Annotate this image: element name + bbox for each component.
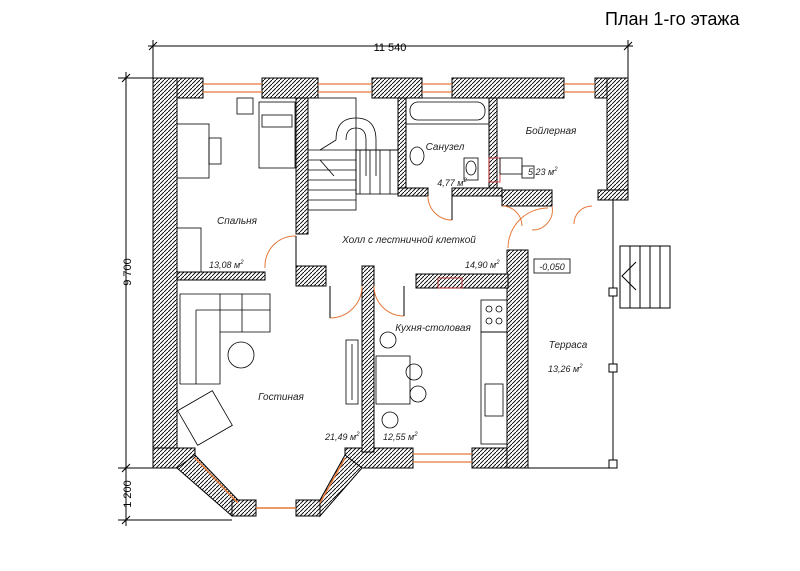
exterior-walls xyxy=(152,77,629,469)
room-name-bedroom: Спальня xyxy=(217,216,258,227)
room-area-hall: 14,90 м2 xyxy=(465,260,500,270)
bedroom-furniture xyxy=(176,97,296,273)
staircase xyxy=(307,97,399,211)
room-name-boiler: Бойлерная xyxy=(526,126,577,137)
living-furniture xyxy=(177,293,359,446)
level-mark-box xyxy=(533,258,571,274)
width-dimension: 11 540 xyxy=(374,42,407,54)
room-area-terrace: 13,26 м2 xyxy=(548,364,583,374)
boiler-equipment xyxy=(488,157,535,183)
room-name-hall: Холл с лестничной клеткой xyxy=(341,235,476,246)
height-dimension: 9 700 xyxy=(122,258,134,286)
room-area-bathroom: 4,77 м2 xyxy=(437,178,467,188)
dimension-lines xyxy=(118,40,633,526)
room-name-terrace: Терраса xyxy=(549,340,588,351)
kitchen-fixtures xyxy=(375,277,508,445)
level-mark: -0,050 xyxy=(539,262,565,272)
terrace-steps xyxy=(619,245,671,309)
bay-dimension: 1 200 xyxy=(122,480,134,508)
bay-window xyxy=(176,454,363,518)
room-area-living: 21,49 м2 xyxy=(324,432,360,442)
windows xyxy=(203,83,595,463)
door-leaves xyxy=(295,196,453,318)
room-name-bathroom: Санузел xyxy=(426,142,465,153)
bathroom-fixtures xyxy=(405,97,490,181)
terrace-outline xyxy=(528,200,618,469)
room-area-boiler: 5,23 м2 xyxy=(528,167,558,177)
room-name-living: Гостиная xyxy=(258,392,304,403)
plan-title: План 1-го этажа xyxy=(605,9,740,29)
room-area-kitchen: 12,55 м2 xyxy=(383,432,418,442)
room-area-bedroom: 13,08 м2 xyxy=(209,260,244,270)
room-name-kitchen: Кухня-столовая xyxy=(395,323,471,334)
door-swings xyxy=(264,195,593,319)
